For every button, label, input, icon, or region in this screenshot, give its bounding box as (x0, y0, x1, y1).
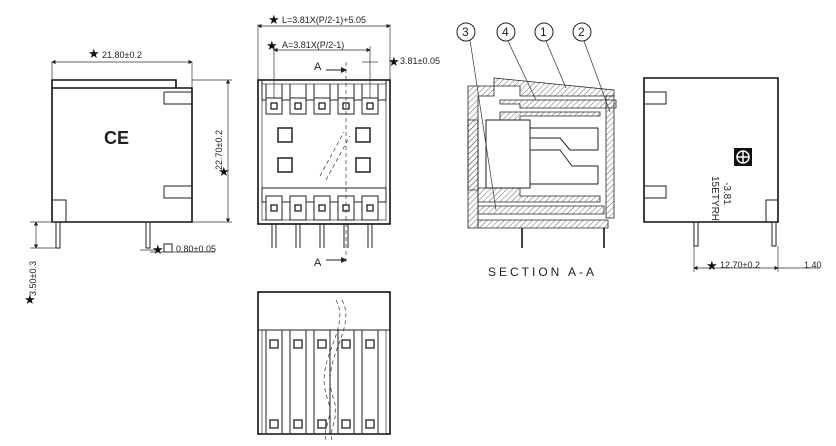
star-icon: ★ (706, 259, 718, 274)
star-icon: ★ (268, 13, 280, 28)
callout-1: 1 (534, 22, 567, 89)
callout-2: 2 (572, 22, 611, 113)
star-icon: ★ (88, 47, 100, 62)
star-icon: ★ (218, 165, 230, 180)
star-icon: ★ (388, 55, 400, 70)
dim-width-overall: 21.80±0.2 (102, 50, 142, 60)
dim-height: 22.70±0.2 (214, 130, 224, 170)
bottom-view (257, 291, 391, 441)
dim-pin-length: 3.50±0.3 (28, 261, 38, 296)
side-view-left: CE ★ 21.80±0.2 ★ 22.70±0.2 ★ 0.80±0.05 3… (24, 47, 232, 308)
dim-depth: 12.70±0.2 (720, 260, 760, 270)
star-icon: ★ (266, 39, 278, 54)
dim-pin-size: 0.80±0.05 (176, 244, 216, 254)
section-label: SECTION A-A (488, 265, 597, 279)
star-icon: ★ (24, 293, 36, 308)
svg-text:2: 2 (578, 25, 585, 39)
ce-mark: CE (104, 128, 129, 148)
side-view-right: 15ETYRH -3.81 ★ 12.70±0.2 1.40 (643, 77, 822, 274)
dim-offset: 1.40 (804, 260, 822, 270)
dim-length-formula: L=3.81X(P/2-1)+5.05 (282, 15, 366, 25)
svg-text:4: 4 (502, 25, 509, 39)
callout-4: 4 (496, 22, 537, 101)
front-view: A A ★ L=3.81X(P/2-1)+5.05 ★ A=3.81X(P/2-… (257, 13, 440, 269)
svg-text:3: 3 (462, 25, 469, 39)
svg-text:1: 1 (540, 25, 547, 39)
section-marker-top: A (314, 61, 322, 73)
part-code: 15ETYRH (709, 176, 720, 221)
front-bottom-pin-row (265, 195, 379, 221)
callout-3: 3 (456, 22, 497, 211)
dim-a-formula: A=3.81X(P/2-1) (282, 40, 344, 50)
dim-pitch: 3.81±0.05 (400, 56, 440, 66)
front-top-pin-row (265, 84, 379, 115)
star-icon: ★ (152, 243, 164, 258)
section-view: SECTION A-A 3 4 1 2 (456, 22, 617, 279)
section-marker-bottom: A (314, 257, 322, 269)
pitch-code: -3.81 (721, 182, 732, 205)
